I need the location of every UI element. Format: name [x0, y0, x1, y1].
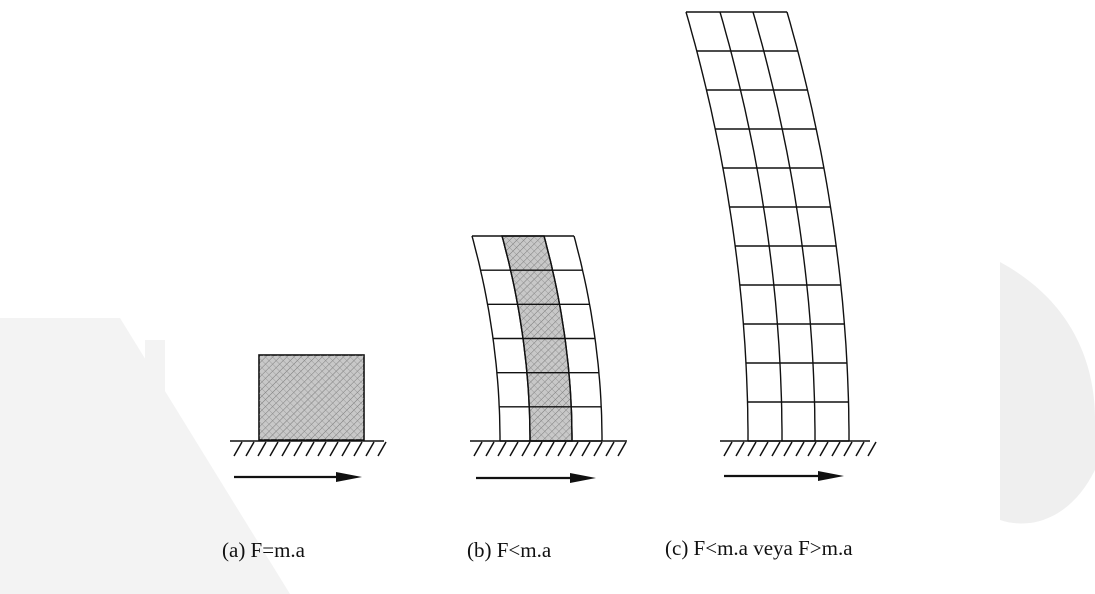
ground-hatch — [569, 441, 579, 457]
figure-b-bent-column — [470, 235, 627, 483]
ground-hatch — [377, 441, 387, 457]
arrow-a — [234, 472, 362, 482]
figure-c-tall-column — [685, 11, 877, 481]
ground-hatch — [257, 441, 267, 457]
ground-hatch — [581, 441, 591, 457]
ground-hatch — [245, 441, 255, 457]
column-line — [685, 11, 749, 441]
arrow-b — [476, 473, 596, 483]
ground-hatch — [747, 441, 757, 457]
ground-hatch — [365, 441, 375, 457]
ground-hatch — [723, 441, 733, 457]
arrow-c — [724, 471, 844, 481]
ground-hatch — [831, 441, 841, 457]
caption-c: (c) F<m.a veya F>m.a — [665, 536, 853, 560]
ground-hatch — [735, 441, 745, 457]
ground-hatch — [305, 441, 315, 457]
ground-hatch — [233, 441, 243, 457]
force-arrow-head — [336, 472, 362, 482]
ground-hatch — [807, 441, 817, 457]
ground-hatch — [473, 441, 483, 457]
ground-hatch — [867, 441, 877, 457]
ground-hatch — [783, 441, 793, 457]
ground-hatch — [843, 441, 853, 457]
ground-hatch — [329, 441, 339, 457]
ground-hatch — [293, 441, 303, 457]
ground-hatch — [545, 441, 555, 457]
ground-hatch — [593, 441, 603, 457]
ground-a — [230, 440, 387, 457]
ground-hatch — [341, 441, 351, 457]
ground-hatch — [497, 441, 507, 457]
ground-hatch — [795, 441, 805, 457]
watermark — [0, 262, 1095, 594]
ground-hatch — [269, 441, 279, 457]
force-arrow-head — [570, 473, 596, 483]
ground-hatch — [855, 441, 865, 457]
ground-hatch — [485, 441, 495, 457]
ground-hatch — [617, 441, 627, 457]
ground-hatch — [509, 441, 519, 457]
column-c-grid — [685, 11, 850, 442]
force-arrow-head — [818, 471, 844, 481]
ground-hatch — [317, 441, 327, 457]
ground-hatch — [771, 441, 781, 457]
ground-hatch — [281, 441, 291, 457]
ground-hatch — [533, 441, 543, 457]
figure-a-rigid-block — [230, 354, 387, 482]
ground-hatch — [605, 441, 615, 457]
caption-a: (a) F=m.a — [222, 538, 305, 562]
column-line — [786, 11, 850, 441]
column-line — [752, 11, 816, 441]
ground-hatch — [759, 441, 769, 457]
caption-b: (b) F<m.a — [467, 538, 552, 562]
ground-hatch — [557, 441, 567, 457]
ground-hatch — [819, 441, 829, 457]
ground-b — [470, 440, 627, 457]
ground-hatch — [521, 441, 531, 457]
column-b-grid — [471, 235, 603, 442]
column-line — [719, 11, 783, 441]
ground-c — [720, 440, 877, 457]
ground-hatch — [353, 441, 363, 457]
